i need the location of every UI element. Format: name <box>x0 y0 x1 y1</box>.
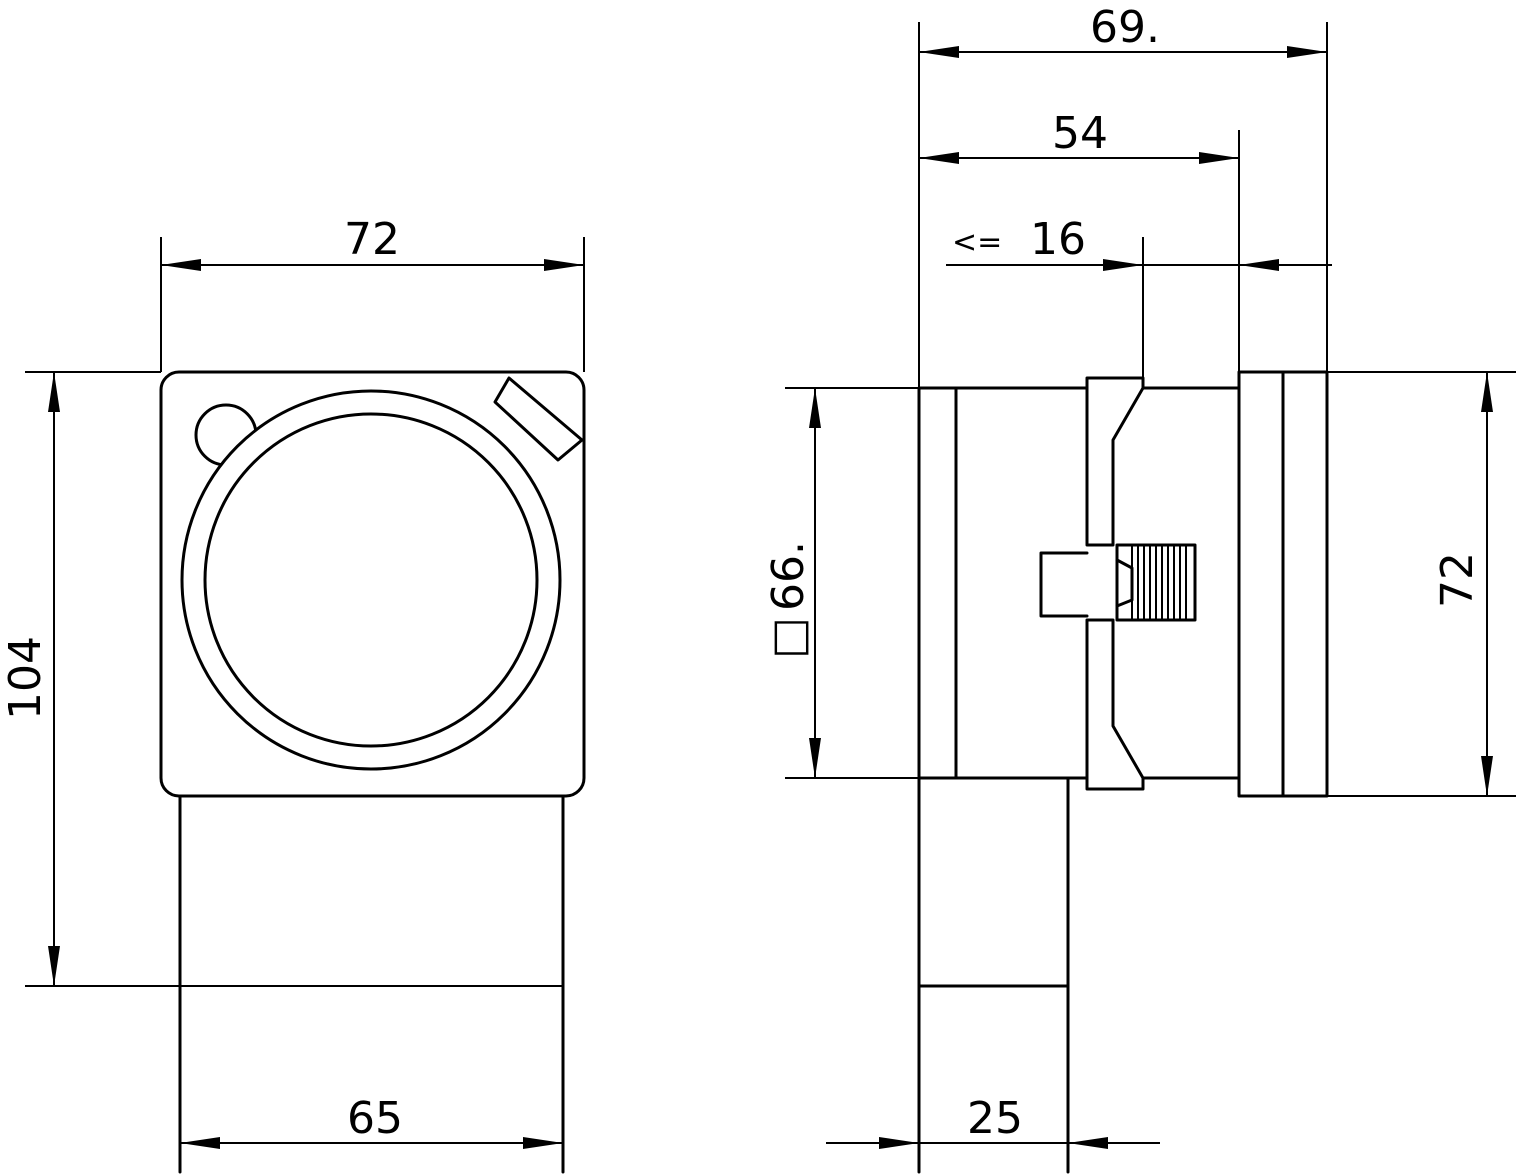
dim-panel-thickness: 16 <box>1030 214 1086 265</box>
front-view <box>159 370 586 1174</box>
nut-hatch <box>1131 546 1187 619</box>
slot-shape <box>493 376 584 462</box>
side-body-outline <box>917 386 1089 780</box>
button-outer-ring <box>180 389 562 771</box>
dim-body-depth: 54 <box>1052 108 1108 159</box>
dim-square-size: 66. <box>763 541 814 611</box>
side-dimensions: 69. 54 <= 16 □ 66. 72 25 <box>763 2 1516 1149</box>
front-head-outline <box>159 370 586 798</box>
dim-panel-prefix: <= <box>952 225 1002 260</box>
dim-front-width: 72 <box>344 214 400 265</box>
locking-nut <box>1115 543 1197 622</box>
square-symbol: □ <box>763 617 814 659</box>
front-base-outline <box>178 794 565 1174</box>
side-base-outline <box>917 386 1070 1174</box>
dim-overall-depth: 69. <box>1090 2 1160 53</box>
locking-tab <box>1039 551 1089 618</box>
dim-base-depth: 25 <box>967 1093 1023 1144</box>
front-dimensions: 72 104 65 <box>0 214 585 1149</box>
dim-front-base-width: 65 <box>347 1093 403 1144</box>
dim-side-height: 72 <box>1432 552 1483 608</box>
button-inner-ring <box>203 412 539 748</box>
side-view <box>917 370 1329 1174</box>
side-rear-body <box>1141 386 1241 780</box>
panel-flange <box>1085 376 1145 791</box>
dim-front-height: 104 <box>0 636 51 720</box>
